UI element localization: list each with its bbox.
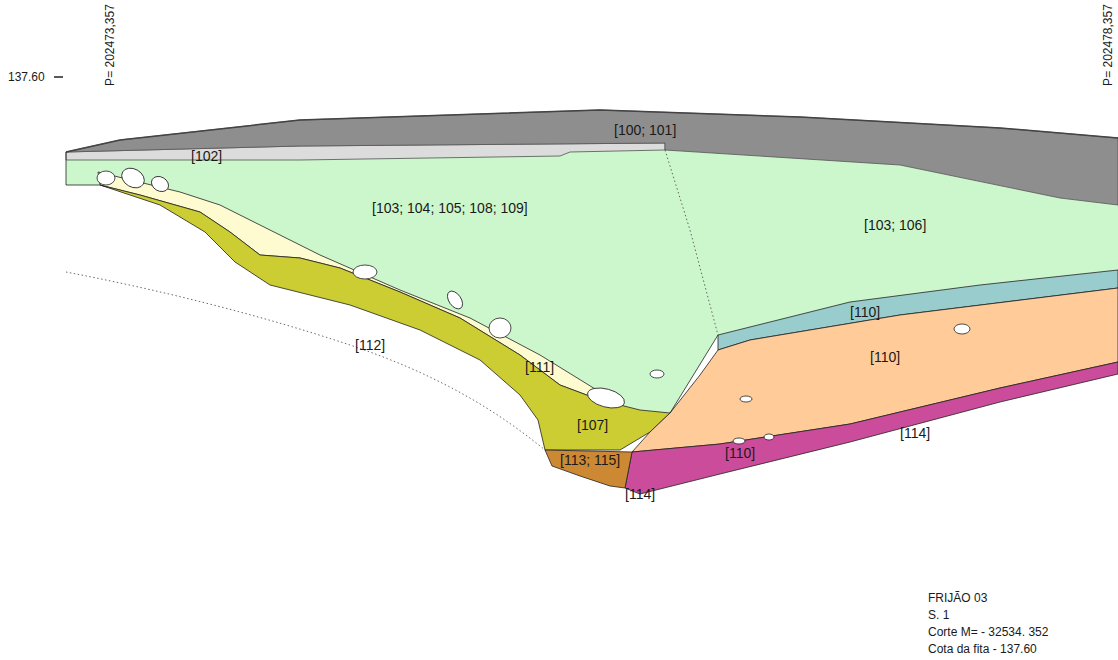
layer-number: [107]: [577, 417, 608, 433]
layer-label: [113; 115]: [560, 452, 620, 468]
layer-number: [114]: [900, 425, 930, 441]
layer-number: [103; 104; 105; 108; 109]: [372, 200, 528, 216]
dotted-boundary: [665, 150, 718, 335]
layer-outline: [66, 152, 718, 413]
dotted-boundary: [66, 272, 545, 450]
layer-number: [112]: [355, 337, 385, 353]
layer-label: [100; 101]: [614, 122, 676, 138]
stones: [97, 164, 970, 444]
caption-line: Cota da fita - 137.60: [928, 641, 1037, 657]
layer-number: [100; 101]: [614, 122, 676, 138]
layer-number: [114]: [625, 486, 655, 502]
layer-label: [103; 106]: [864, 217, 926, 233]
layer-label: [102]: [191, 148, 222, 164]
layer-label: [103; 104; 105; 108; 109]: [372, 200, 528, 216]
layer-number: [102]: [191, 148, 222, 164]
layer-fill: [545, 450, 632, 488]
caption-line: S. 1: [928, 607, 949, 623]
layer-number: [113; 115]: [560, 452, 620, 468]
elevation-tick: [54, 76, 63, 78]
layer-label: [111]: [525, 359, 554, 375]
coordinate-label: P= 202478,357: [1100, 4, 1116, 86]
layer-fill: [625, 362, 1118, 494]
layer-number: [103; 106]: [864, 217, 926, 233]
layer-fill: [66, 110, 1118, 205]
layer-number: [111]: [525, 359, 554, 375]
layer-number: [110]: [870, 349, 900, 365]
caption-line: Corte M= - 32534. 352: [928, 624, 1048, 640]
layer-label: [110]: [725, 445, 755, 461]
layer-label: [107]: [577, 417, 608, 433]
layer-label: [110]: [870, 349, 900, 365]
coordinate-label: P= 202473,357: [102, 4, 118, 86]
coordinate-label: 137.60: [8, 69, 45, 85]
layer-number: [110]: [850, 304, 880, 320]
layer-label: [110]: [850, 304, 880, 320]
surface-line: [66, 110, 1118, 152]
layer-fill: [100, 185, 670, 450]
layer-number: [110]: [725, 445, 755, 461]
caption-line: FRIJÃO 03: [928, 590, 987, 606]
